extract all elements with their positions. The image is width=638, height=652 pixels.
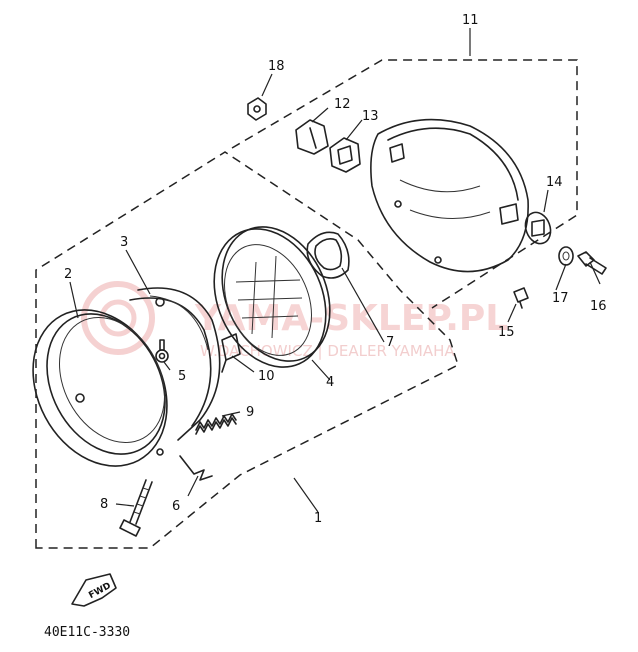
part-11-rear-case (370, 118, 529, 273)
callout-13: 13 (362, 109, 379, 124)
callout-10: 10 (258, 369, 275, 384)
callout-12: 12 (334, 97, 351, 112)
callout-17: 17 (552, 291, 569, 306)
part-8-screw (119, 479, 153, 537)
watermark: YAMA-SKLEP.PL W.DACHOWICZ | DEALER YAMAH… (81, 281, 508, 360)
callout-5: 5 (178, 369, 186, 384)
part-16-bolt (577, 251, 607, 275)
assembly-11-boundary (231, 59, 578, 309)
watermark-brand: YAMA-SKLEP.PL (194, 298, 508, 339)
callouts: 1 2 3 4 5 6 7 8 9 10 11 12 13 14 15 16 1… (64, 13, 607, 526)
watermark-dealer: W.DACHOWICZ | DEALER YAMAHA (200, 342, 455, 360)
leader-lines (69, 28, 601, 513)
callout-18: 18 (268, 59, 285, 74)
diagram-code: 40E11C-3330 (44, 625, 130, 640)
part-9-spring (195, 413, 237, 435)
callout-7: 7 (386, 335, 394, 350)
part-14-grommet (524, 211, 552, 245)
part-18-nut (247, 97, 267, 121)
part-15-screw (513, 287, 529, 309)
callout-3: 3 (120, 235, 128, 250)
part-13-socket (329, 137, 361, 173)
part-10-clip (221, 333, 241, 373)
callout-8: 8 (100, 497, 108, 512)
callout-2: 2 (64, 267, 72, 282)
part-3-housing-shell (129, 287, 221, 441)
fwd-arrow: FWD (71, 573, 117, 607)
callout-15: 15 (498, 325, 515, 340)
callout-6: 6 (172, 499, 180, 514)
callout-14: 14 (546, 175, 563, 190)
part-4-lens-unit (213, 226, 331, 368)
callout-1: 1 (314, 511, 322, 526)
callout-11: 11 (462, 13, 479, 28)
part-12-bulb (295, 119, 329, 155)
part-17-washer (558, 246, 574, 266)
callout-16: 16 (590, 299, 607, 314)
callout-4: 4 (326, 375, 334, 390)
callout-9: 9 (246, 405, 254, 420)
part-5-screw (155, 339, 169, 363)
watermark-logo (81, 281, 155, 355)
part-6-spring-clip (179, 455, 213, 481)
part-7-seal (306, 231, 350, 279)
part-2-rim (32, 309, 168, 467)
